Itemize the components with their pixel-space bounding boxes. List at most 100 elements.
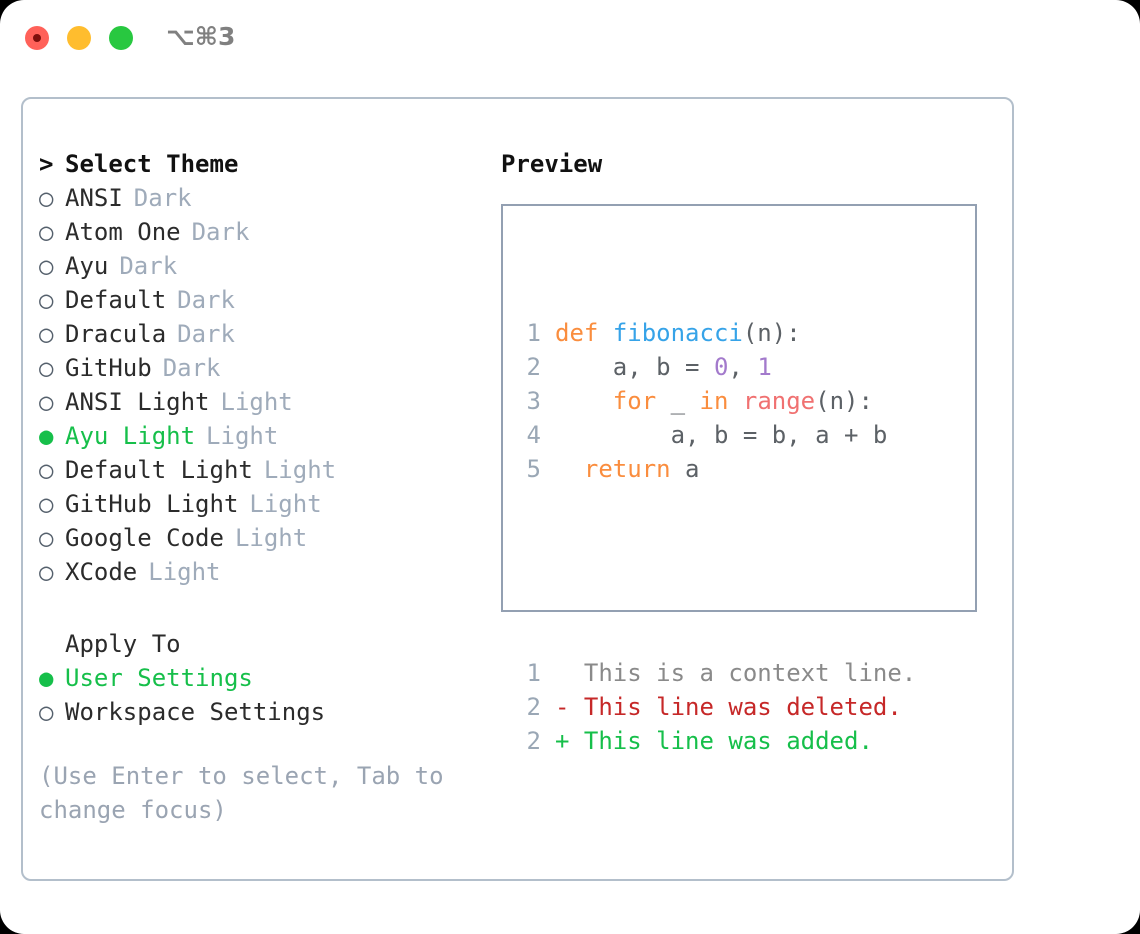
radio-unselected-icon: ○: [39, 184, 54, 212]
theme-option-dracula[interactable]: ○ Dracula Dark: [39, 317, 479, 351]
diff-sign: -: [555, 693, 570, 721]
theme-option-label: ANSI Light: [65, 388, 210, 416]
minimize-button[interactable]: [67, 26, 91, 50]
radio-unselected-icon: ○: [39, 388, 54, 416]
keyboard-shortcut-label: ⌥⌘3: [166, 22, 236, 51]
code-token-txt: a: [670, 455, 700, 483]
code-token-txt: ,: [728, 353, 758, 381]
theme-option-label: Ayu Light: [65, 422, 196, 450]
theme-option-variant: Dark: [162, 354, 221, 382]
theme-option-label: Default Light: [65, 456, 253, 484]
theme-option-label: GitHub: [65, 354, 152, 382]
section-spacer: [39, 589, 479, 627]
radio-unselected-icon: ○: [39, 320, 54, 348]
theme-option-variant: Light: [263, 456, 337, 484]
line-number: 2: [526, 727, 541, 755]
code-blank-line: [515, 554, 916, 588]
code-token-call: range: [742, 387, 816, 415]
diff-lines: 1 This is a context line.2- This line wa…: [515, 656, 917, 758]
theme-option-label: ANSI: [65, 184, 123, 212]
line-number: 2: [526, 693, 541, 721]
select-theme-title: Select Theme: [65, 150, 239, 178]
radio-unselected-icon: ○: [39, 524, 54, 552]
theme-option-ayu[interactable]: ○ Ayu Dark: [39, 249, 479, 283]
radio-unselected-icon: ○: [39, 252, 54, 280]
diff-text: This is a context line.: [569, 659, 917, 687]
code-token-punc: (n):: [742, 319, 801, 347]
theme-option-variant: Light: [234, 524, 308, 552]
apply-to-option-label: Workspace Settings: [65, 698, 326, 726]
code-token-kw: return: [583, 455, 671, 483]
radio-selected-icon: ●: [39, 422, 54, 450]
line-number: 2: [526, 353, 541, 381]
theme-option-label: Atom One: [65, 218, 181, 246]
diff-text: This line was added.: [569, 727, 873, 755]
radio-unselected-icon: ○: [39, 558, 54, 586]
diff-text: This line was deleted.: [569, 693, 902, 721]
preview-title: Preview: [501, 150, 603, 178]
apply-to-option-user-settings[interactable]: ●User Settings: [39, 661, 479, 695]
apply-to-option-label: User Settings: [65, 664, 253, 692]
code-token-kw: for: [612, 387, 657, 415]
theme-option-ansi-light[interactable]: ○ ANSI Light Light: [39, 385, 479, 419]
theme-option-ansi[interactable]: ○ ANSI Dark: [39, 181, 479, 215]
diff-line-added: 2 + This line was added.: [515, 724, 916, 758]
code-line: 1 def fibonacci(n):: [515, 316, 916, 350]
diff-sign: [555, 659, 569, 687]
line-number: 4: [526, 421, 541, 449]
line-number: 3: [526, 387, 541, 415]
code-token-txt: [555, 387, 613, 415]
theme-option-variant: Dark: [177, 286, 235, 314]
theme-option-label: GitHub Light: [65, 490, 239, 518]
theme-option-variant: Light: [220, 388, 293, 416]
line-number: 1: [526, 319, 541, 347]
radio-unselected-icon: ○: [39, 286, 54, 314]
radio-unselected-icon: ○: [39, 354, 54, 382]
code-token-txt: [598, 319, 612, 347]
radio-unselected-icon: ○: [39, 698, 54, 726]
code-line: 3 for _ in range(n):: [515, 384, 916, 418]
prompt-caret-icon: >: [39, 150, 54, 178]
code-token-txt: a, b = b, a + b: [555, 421, 888, 449]
code-token-kw: def: [555, 319, 599, 347]
window-controls: [25, 26, 133, 50]
close-button[interactable]: [25, 26, 49, 50]
theme-option-label: Dracula: [65, 320, 167, 348]
code-token-num: 1: [757, 353, 772, 381]
select-theme-heading: > Select Theme: [39, 147, 479, 181]
theme-option-xcode[interactable]: ○ XCode Light: [39, 555, 479, 589]
theme-option-variant: Dark: [177, 320, 235, 348]
radio-unselected-icon: ○: [39, 218, 54, 246]
apply-to-option-workspace-settings[interactable]: ○ Workspace Settings: [39, 695, 479, 729]
code-token-num: 0: [713, 353, 729, 381]
theme-option-label: XCode: [65, 558, 138, 586]
theme-option-github[interactable]: ○ GitHub Dark: [39, 351, 479, 385]
code-token-txt: a, b =: [555, 353, 714, 381]
theme-option-variant: Dark: [191, 218, 250, 246]
theme-option-variant: Light: [148, 558, 221, 586]
theme-option-variant: Dark: [119, 252, 178, 280]
theme-option-atom-one[interactable]: ○ Atom One Dark: [39, 215, 479, 249]
code-token-fn: fibonacci: [612, 319, 743, 347]
code-token-punc: (n):: [815, 387, 873, 415]
diff-sign: +: [555, 727, 570, 755]
code-token-txt: [555, 455, 584, 483]
line-number: 5: [526, 455, 541, 483]
theme-option-label: Ayu: [65, 252, 109, 280]
diff-line-deleted: 2- This line was deleted.: [515, 690, 916, 724]
theme-option-variant: Dark: [133, 184, 192, 212]
maximize-button[interactable]: [109, 26, 133, 50]
radio-unselected-icon: ○: [39, 490, 54, 518]
